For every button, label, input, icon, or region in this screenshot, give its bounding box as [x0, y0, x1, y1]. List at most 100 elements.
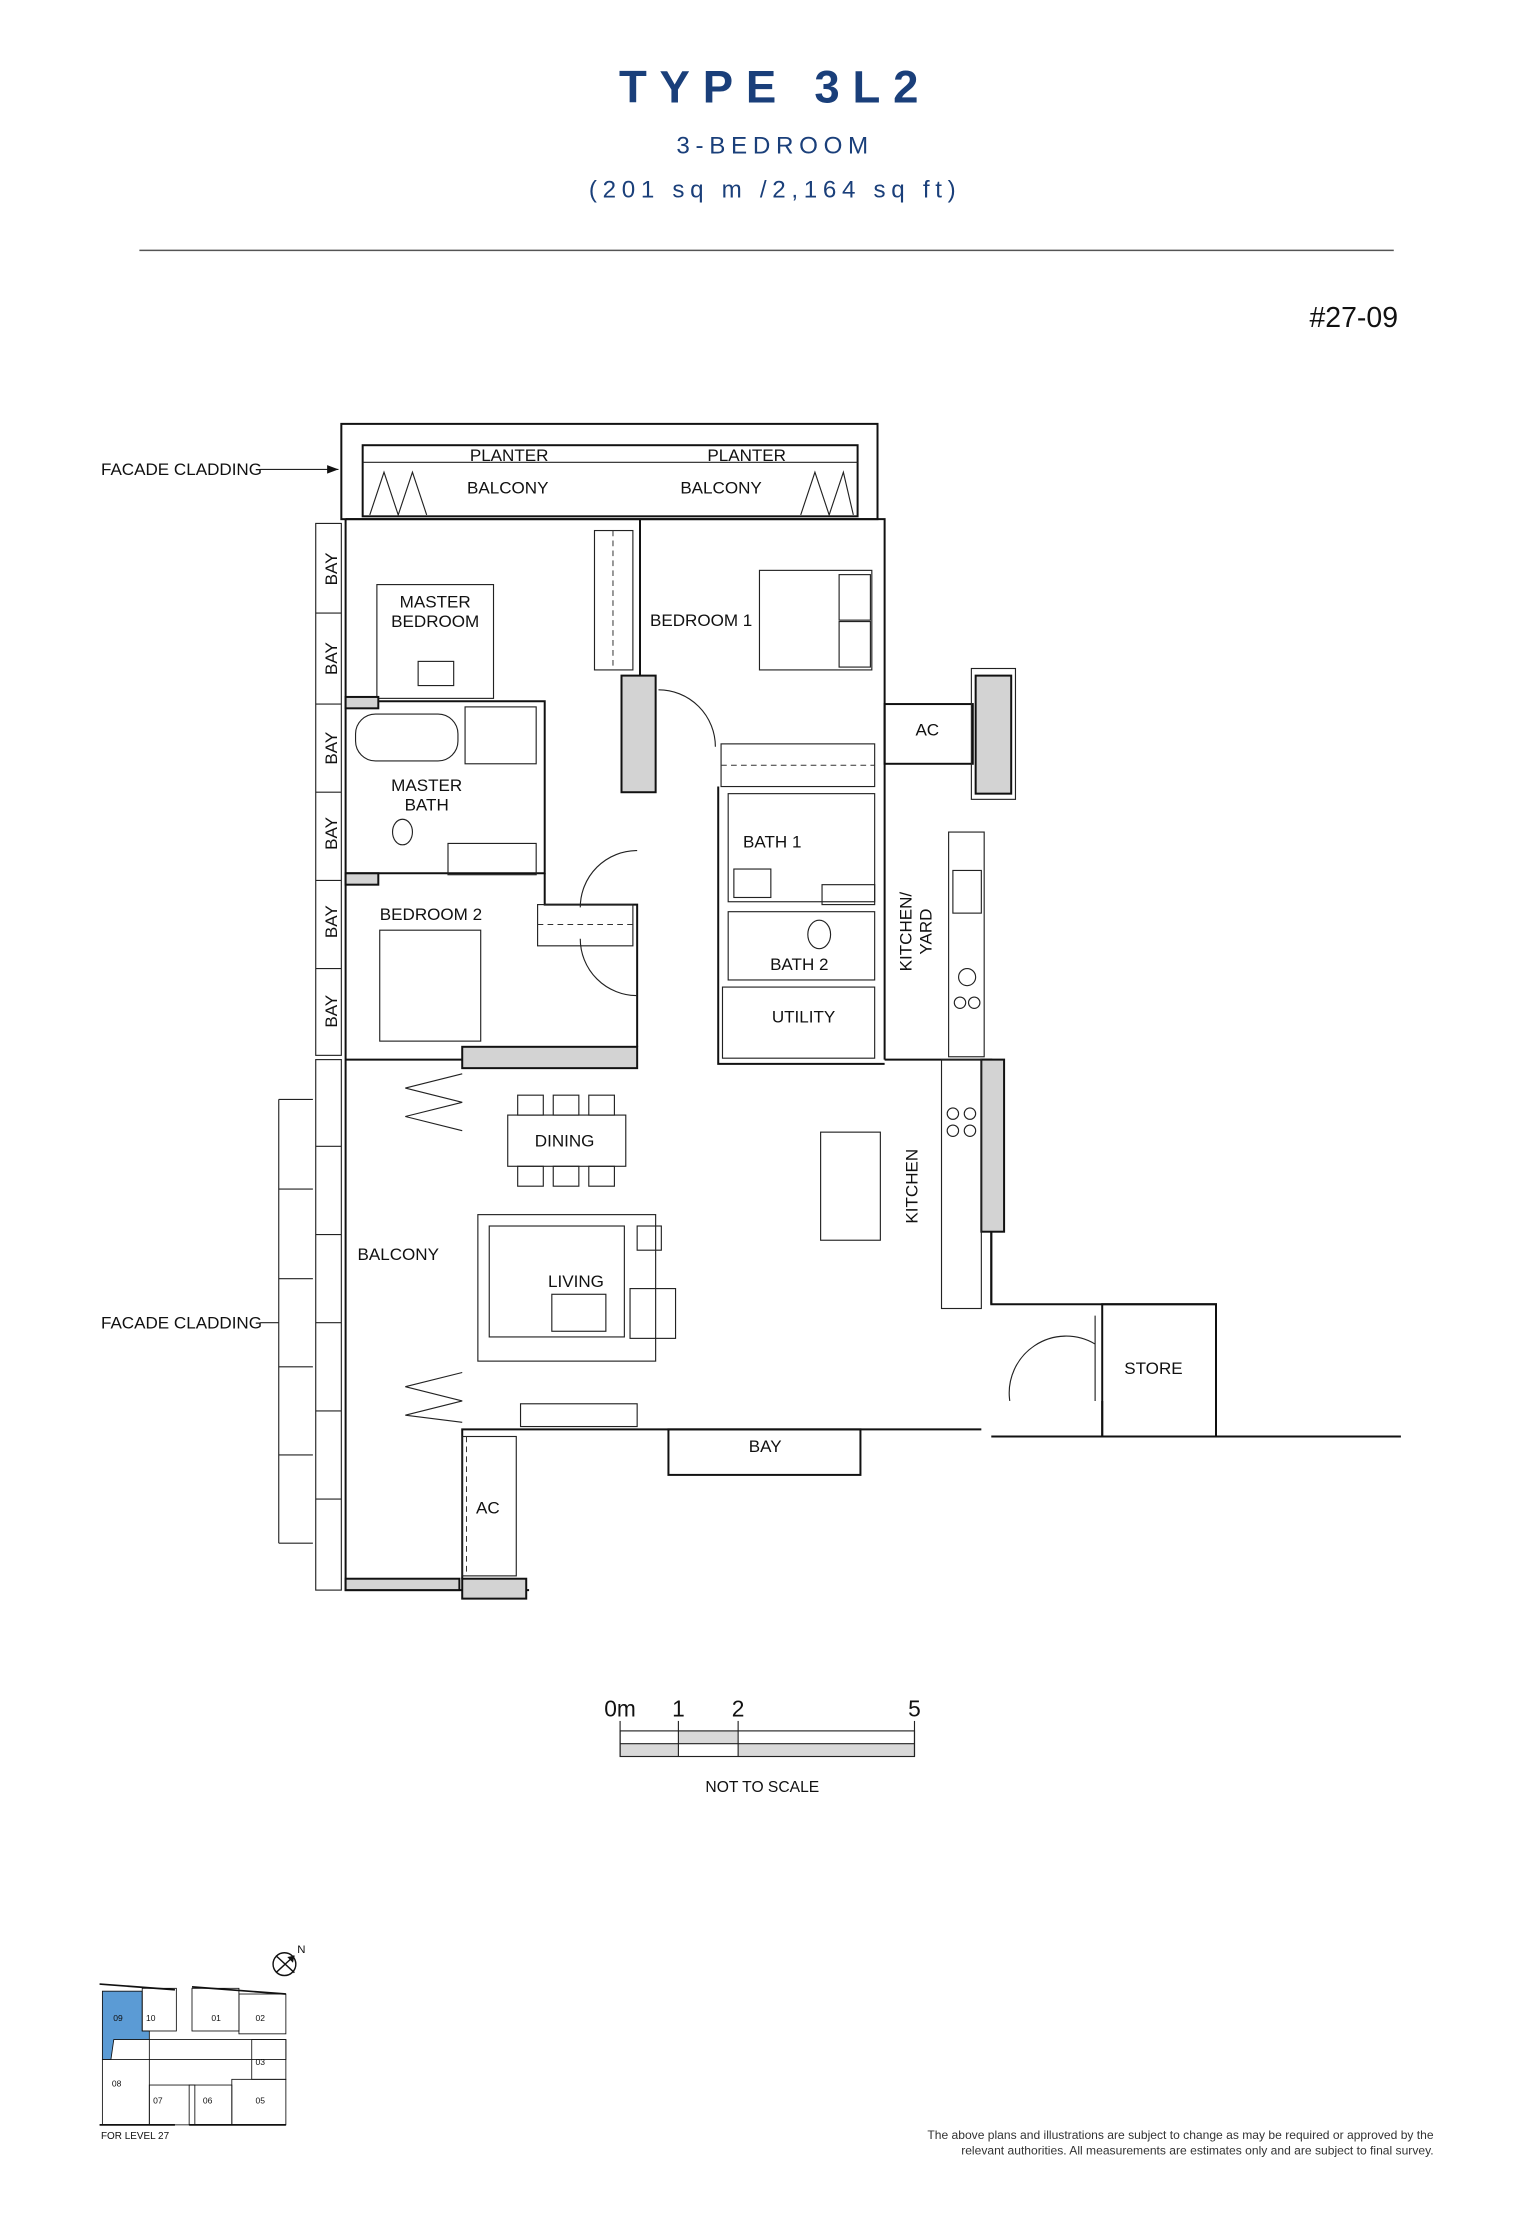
label-planter-2: PLANTER: [707, 446, 786, 465]
scale-segment: [678, 1730, 739, 1744]
side-table: [636, 1225, 662, 1251]
bedroom-1: [593, 519, 876, 794]
disclaimer-line-1: The above plans and illustrations are su…: [927, 2128, 1434, 2142]
label-bath-1: BATH 1: [743, 833, 801, 852]
label-bay: BAY: [322, 553, 341, 586]
chair: [552, 1094, 580, 1116]
hob: [963, 1107, 977, 1120]
label-facade-cladding-bottom: FACADE CLADDING: [101, 1313, 262, 1332]
label-master-bedroom: BEDROOM: [391, 612, 479, 631]
coffee-table: [551, 1293, 607, 1332]
folding-door: [405, 1073, 463, 1423]
label-bay: BAY: [322, 817, 341, 850]
key-plan-caption: FOR LEVEL 27: [101, 2131, 170, 2142]
unit-outline: [238, 1993, 287, 2035]
label-dining: DINING: [535, 1131, 595, 1150]
ac-ledge-top: [883, 667, 1017, 800]
north-arrow-icon: [272, 1952, 297, 1977]
living-bay-window: [667, 1428, 862, 1476]
counter: [948, 831, 985, 1058]
label-balcony-side: BALCONY: [357, 1245, 438, 1264]
label-kitchen: KITCHEN: [902, 1149, 921, 1224]
kitchen-island: [820, 1131, 881, 1241]
scale-tick-label: 5: [908, 1696, 921, 1722]
hob: [967, 996, 981, 1009]
sink: [952, 869, 982, 914]
label-bay: BAY: [322, 642, 341, 675]
label-bay-living: BAY: [749, 1437, 782, 1456]
disclaimer-line-2: relevant authorities. All measurements a…: [961, 2144, 1433, 2158]
label-master-bedroom: MASTER: [400, 592, 471, 611]
scale-note: NOT TO SCALE: [705, 1779, 819, 1796]
scale-segment: [738, 1743, 915, 1757]
wardrobe: [593, 529, 634, 671]
door-swing: [658, 689, 716, 747]
floor-plan: FACADE CLADDING FACADE CLADDING PLANTER …: [101, 422, 1401, 1600]
tv-console: [519, 1403, 638, 1428]
bedroom-count: 3-BEDROOM: [676, 133, 873, 160]
label-bath-2: BATH 2: [770, 955, 828, 974]
ac-ledge-bottom: [344, 1435, 528, 1600]
vanity: [733, 868, 772, 899]
sofa: [477, 1214, 657, 1362]
chair: [517, 1094, 544, 1116]
scale-bar: 0m 1 2 5 NOT TO SCALE: [604, 1696, 921, 1796]
label-bay: BAY: [322, 905, 341, 938]
unit-label: 03: [256, 2057, 266, 2067]
hob: [946, 1124, 960, 1137]
top-balcony: [340, 422, 879, 521]
unit-label: 07: [153, 2096, 163, 2106]
label-bay: BAY: [322, 732, 341, 765]
unit-number: #27-09: [1309, 302, 1398, 334]
toilet: [391, 818, 414, 846]
label-living: LIVING: [548, 1272, 604, 1291]
toilet: [807, 919, 832, 950]
bay-labels: BAY BAY BAY BAY BAY BAY: [322, 553, 341, 1028]
bedroom-2: [379, 849, 639, 1070]
shower: [821, 884, 876, 906]
label-bay: BAY: [322, 995, 341, 1028]
chair: [517, 1165, 544, 1187]
cladding-arrows: [278, 1098, 313, 1544]
label-ac-bottom: AC: [476, 1498, 500, 1517]
store: [1008, 1303, 1217, 1438]
bed: [758, 569, 873, 671]
chair: [588, 1165, 615, 1187]
master-bedroom: [376, 584, 495, 699]
side-balcony: [315, 1059, 463, 1591]
unit-outline: [191, 1987, 240, 2032]
unit-label: 09: [113, 2013, 123, 2023]
unit-label: 02: [256, 2013, 266, 2023]
scale-tick-label: 2: [732, 1696, 745, 1722]
bed: [376, 584, 495, 699]
vanity: [447, 842, 537, 876]
scale-tick-label: 0m: [604, 1696, 636, 1722]
chair: [552, 1165, 580, 1187]
label-master-bath: MASTER: [391, 776, 462, 795]
label-master-bath: BATH: [405, 796, 449, 815]
unit-outline: [141, 1987, 177, 2032]
bed: [379, 929, 482, 1042]
bathtub: [354, 713, 459, 762]
master-bath: [344, 695, 546, 886]
appliance: [958, 968, 977, 987]
label-balcony-top-2: BALCONY: [680, 479, 761, 498]
arrow-icon: [327, 465, 339, 474]
label-kitchen-yard: YARD: [917, 909, 936, 955]
scale-segment: [620, 1743, 679, 1757]
label-bedroom-2: BEDROOM 2: [380, 905, 482, 924]
hob: [953, 996, 967, 1009]
north-label: N: [297, 1944, 305, 1956]
unit-area: (201 sq m /2,164 sq ft): [589, 177, 962, 204]
unit-outline: [101, 2059, 150, 2126]
armchair: [629, 1288, 677, 1339]
key-plan: N 09 10 01 02 03 08 07 06 05 FOR LEVEL 2…: [99, 1944, 305, 2142]
kitchen-yard: [948, 831, 985, 1058]
chair: [588, 1094, 615, 1116]
label-bedroom-1: BEDROOM 1: [650, 611, 752, 630]
hob: [963, 1124, 977, 1137]
unit-label: 01: [211, 2013, 221, 2023]
baths-utility: [717, 786, 885, 1065]
unit-label: 08: [112, 2078, 122, 2088]
